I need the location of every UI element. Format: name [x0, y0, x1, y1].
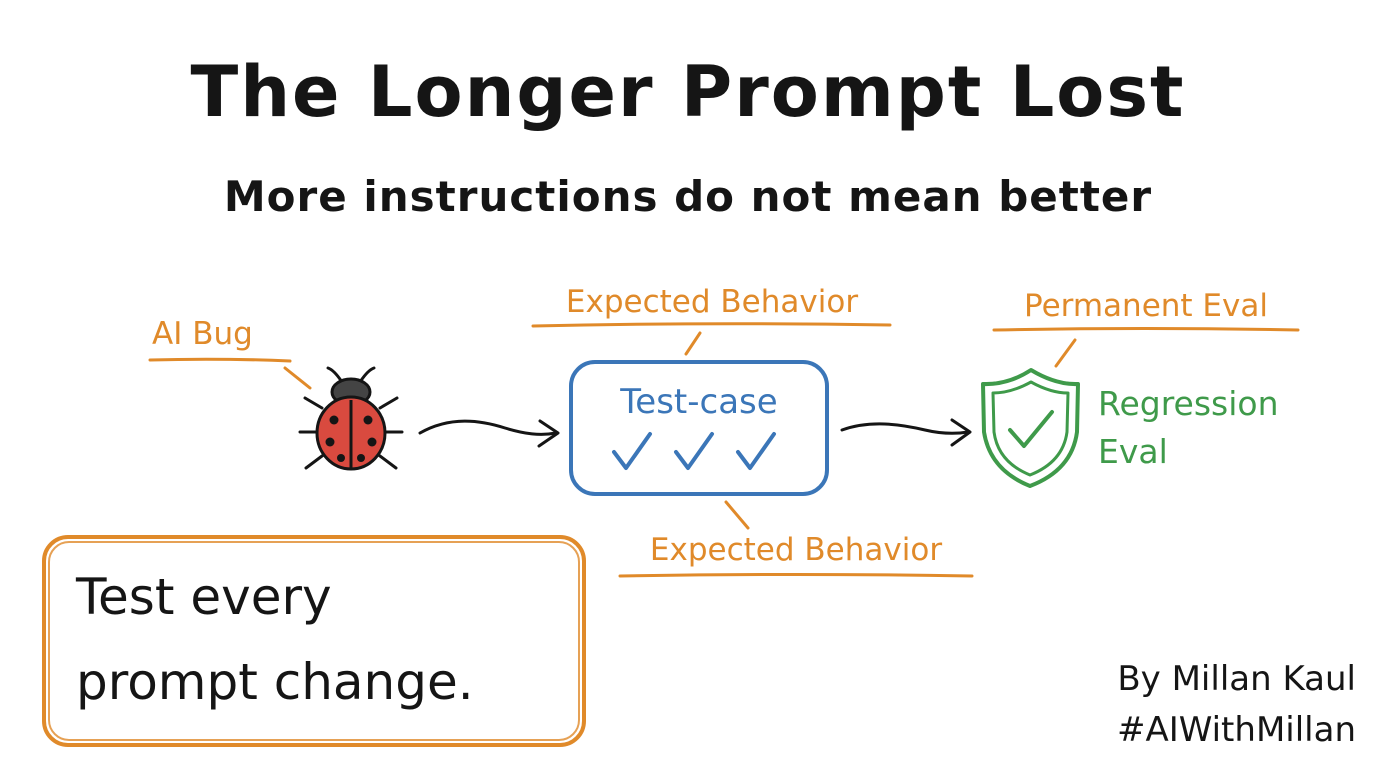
bug-label: AI Bug — [152, 316, 253, 352]
callout-line2: prompt change. — [76, 653, 474, 711]
permanent-leader — [1054, 338, 1077, 368]
test-case-label: Test-case — [620, 382, 778, 422]
page-title: The Longer Prompt Lost — [190, 51, 1186, 133]
permanent-eval-label: Permanent Eval — [1024, 288, 1268, 324]
check-icon — [674, 432, 714, 470]
callout-box-outer — [42, 535, 586, 747]
arrow-test-to-shield — [840, 418, 972, 447]
regression-eval-line2: Eval — [1098, 432, 1168, 471]
expected-behavior-top-label: Expected Behavior — [565, 284, 859, 320]
expected-top-underline — [531, 322, 892, 328]
expected-bottom-underline — [618, 573, 974, 578]
arrow-bug-to-test — [418, 419, 560, 448]
byline-author: By Millan Kaul — [1117, 659, 1356, 699]
byline-hashtag: #AIWithMillan — [1116, 710, 1356, 750]
expected-behavior-bottom-label: Expected Behavior — [649, 532, 943, 568]
callout-line1: Test every — [76, 568, 332, 626]
check-icon — [736, 432, 776, 470]
regression-eval-line1: Regression — [1098, 384, 1279, 423]
bug-label-underline — [148, 357, 292, 363]
test-case-box — [569, 360, 829, 496]
check-marks — [612, 432, 776, 470]
ladybug-icon — [298, 366, 404, 471]
page-subtitle: More instructions do not mean better — [223, 172, 1153, 221]
callout-box-inner — [48, 541, 580, 741]
bug-label-leader — [283, 366, 312, 390]
shield-check-icon — [981, 368, 1080, 488]
expected-bottom-leader — [724, 500, 750, 530]
check-icon — [612, 432, 652, 470]
permanent-underline — [992, 327, 1300, 332]
expected-top-leader — [684, 331, 702, 356]
